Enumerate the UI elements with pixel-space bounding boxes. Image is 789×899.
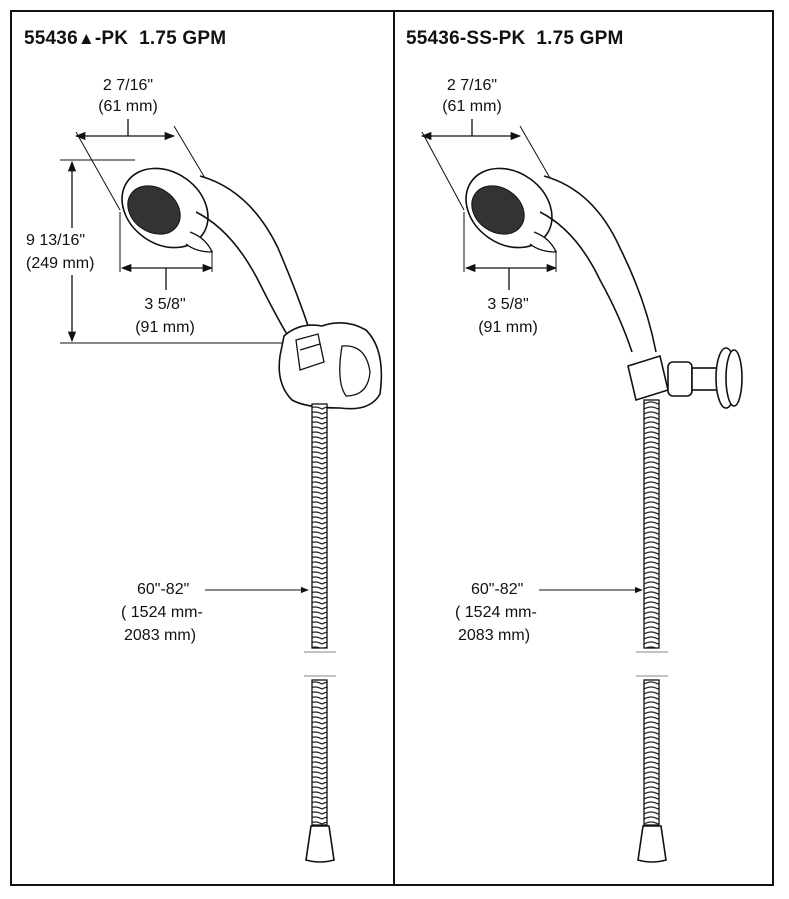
- left-hose-upper: [311, 403, 328, 649]
- panel-divider: [393, 10, 395, 886]
- right-hose-length-mm-1: ( 1524 mm-: [455, 604, 537, 621]
- left-extension-line-a: [75, 131, 121, 211]
- left-height-mm: (249 mm): [26, 255, 95, 272]
- right-hose-end: [637, 825, 667, 863]
- right-hose-length-mm-2: 2083 mm): [458, 627, 531, 644]
- right-head-width-mm: (61 mm): [442, 98, 502, 115]
- right-hose-length-in: 60"-82": [471, 581, 524, 598]
- left-hose-length-mm-1: ( 1524 mm-: [121, 604, 203, 621]
- right-panel-title: 55436-SS-PK 1.75 GPM: [406, 28, 624, 49]
- right-face-width-mm: (91 mm): [478, 319, 538, 336]
- left-hose-length-in: 60"-82": [137, 581, 190, 598]
- left-hose-end: [305, 825, 335, 863]
- left-head-width-mm: (61 mm): [98, 98, 158, 115]
- right-bracket-holder: [627, 354, 669, 402]
- left-handshower-drawing: [60, 119, 383, 863]
- left-hose-lower: [311, 679, 328, 826]
- right-face-width-in: 3 5/8": [487, 296, 529, 313]
- right-spray-face: [471, 185, 525, 235]
- left-hose-length-mm-2: 2083 mm): [124, 627, 197, 644]
- left-face-width-mm: (91 mm): [135, 319, 195, 336]
- triangle-symbol-icon: ▲: [77, 29, 95, 48]
- right-handshower-drawing: [420, 119, 743, 863]
- right-hose-upper: [643, 399, 660, 649]
- left-head-width-in: 2 7/16": [102, 77, 154, 94]
- left-extension-line-b: [173, 125, 206, 179]
- right-head-width-in: 2 7/16": [446, 77, 498, 94]
- left-height-in: 9 13/16": [26, 232, 86, 249]
- right-hose-lower: [643, 679, 660, 826]
- left-spray-face: [127, 185, 181, 235]
- left-face-width-in: 3 5/8": [144, 296, 186, 313]
- diagram-frame: [10, 10, 774, 886]
- left-panel-title: 55436▲-PK 1.75 GPM: [24, 28, 227, 49]
